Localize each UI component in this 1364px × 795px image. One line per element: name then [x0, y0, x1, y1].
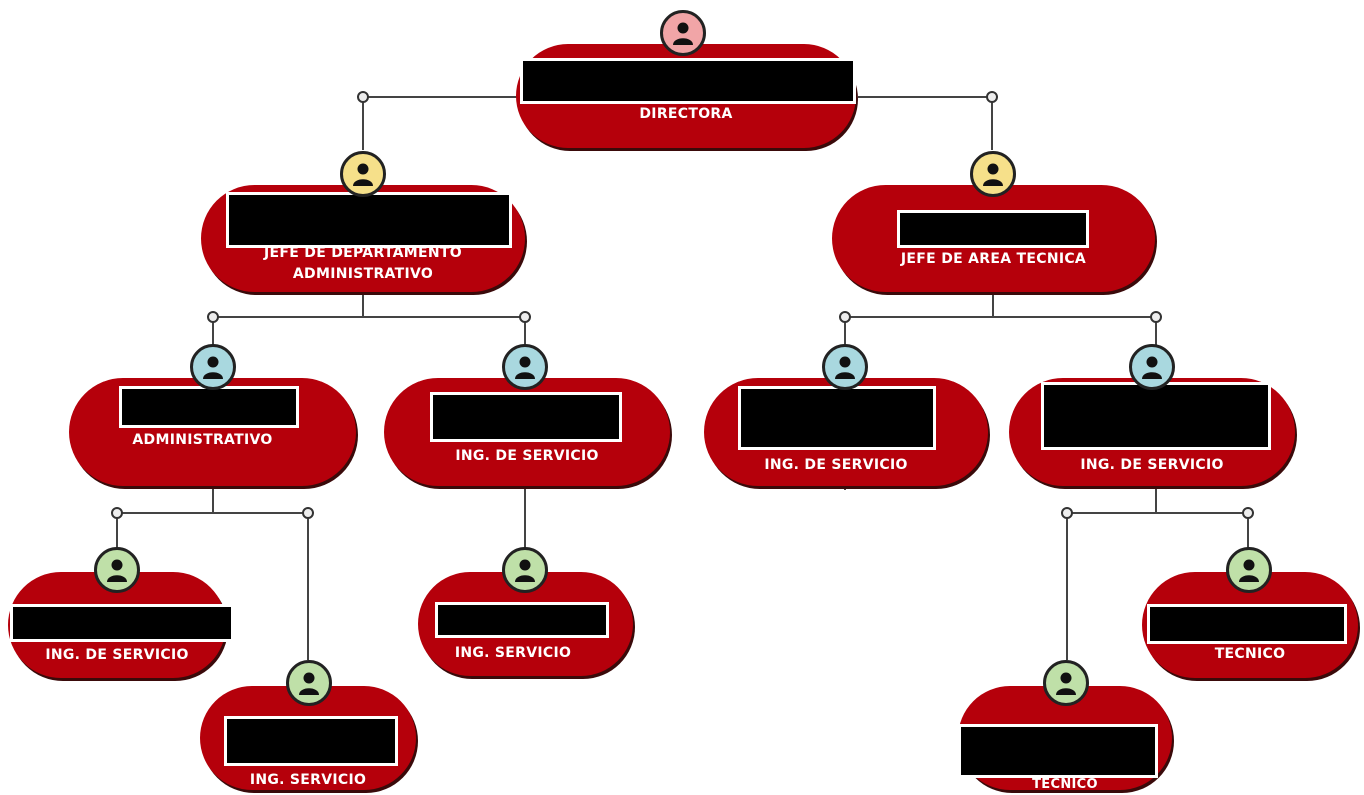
person-icon [822, 344, 868, 390]
connector-knot [302, 507, 314, 519]
role-label: ING. SERVICIO [454, 645, 572, 661]
person-icon [502, 547, 548, 593]
connector-knot [357, 91, 369, 103]
role-label: ING. DE SERVICIO [455, 448, 599, 464]
node-ing-de-servicio: ING. DE SERVICIO [704, 378, 988, 486]
role-label: ADMINISTRATIVO [132, 432, 273, 448]
redacted-name [738, 386, 936, 450]
person-icon [1043, 660, 1089, 706]
person-icon [190, 344, 236, 390]
role-label: ING. DE SERVICIO [1080, 457, 1224, 473]
role-label: DIRECTORA [639, 106, 733, 122]
redacted-name [958, 724, 1158, 778]
person-icon [1226, 547, 1272, 593]
node-directora: DIRECTORA [516, 44, 856, 148]
redacted-name [119, 386, 299, 428]
redacted-name [897, 210, 1089, 248]
person-icon [286, 660, 332, 706]
role-label: TECNICO [1032, 777, 1098, 792]
redacted-name [224, 716, 398, 766]
person-icon [502, 344, 548, 390]
connector-knot [839, 311, 851, 323]
redacted-name [10, 604, 234, 642]
role-label: JEFE DE AREA TECNICA [900, 251, 1087, 267]
node-administrativo: ADMINISTRATIVO [69, 378, 356, 486]
node-ing-de-servicio: ING. DE SERVICIO [384, 378, 670, 486]
node-ing-de-servicio: ING. DE SERVICIO [1009, 378, 1295, 486]
person-icon [340, 151, 386, 197]
redacted-name [1147, 604, 1347, 644]
node-tecnico: TECNICO [958, 686, 1172, 792]
person-icon [1129, 344, 1175, 390]
redacted-name [430, 392, 622, 442]
role-label: ING. SERVICIO [249, 772, 367, 788]
person-icon [970, 151, 1016, 197]
role-label: JEFE DE DEPARTAMENTO ADMINISTRATIVO [264, 245, 462, 282]
connector-knot [1242, 507, 1254, 519]
redacted-name [435, 602, 609, 638]
connector-knot [207, 311, 219, 323]
redacted-name [520, 58, 856, 104]
node-jefe-area-tecnica: JEFE DE AREA TECNICA [832, 185, 1155, 292]
connector-knot [986, 91, 998, 103]
node-ing-servicio: ING. SERVICIO [200, 686, 416, 790]
connector-knot [111, 507, 123, 519]
redacted-name [226, 192, 512, 248]
connector-knot [519, 311, 531, 323]
node-ing-servicio: ING. SERVICIO [418, 572, 633, 676]
connector-knot [1150, 311, 1162, 323]
node-tecnico: TECNICO [1142, 572, 1358, 678]
role-label: TECNICO [1214, 646, 1286, 662]
redacted-name [1041, 382, 1271, 450]
person-icon [660, 10, 706, 56]
role-label: ING. DE SERVICIO [45, 647, 189, 663]
role-label: ING. DE SERVICIO [764, 457, 908, 473]
person-icon [94, 547, 140, 593]
connector-knot [1061, 507, 1073, 519]
node-jefe-departamento-administrativo: JEFE DE DEPARTAMENTO ADMINISTRATIVO [201, 185, 525, 292]
